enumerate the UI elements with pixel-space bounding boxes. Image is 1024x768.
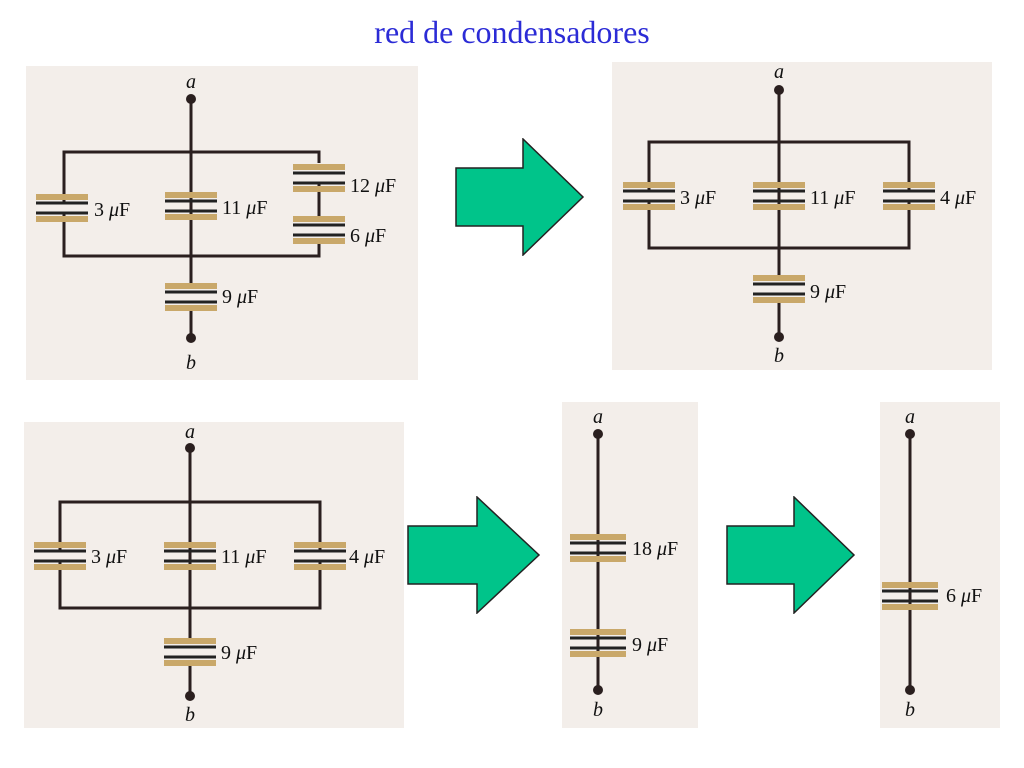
node-b-label: b — [593, 699, 603, 721]
svg-text:6 μF: 6 μF — [350, 225, 386, 247]
page-title: red de condensadores — [374, 14, 650, 50]
svg-text:6 μF: 6 μF — [946, 585, 982, 607]
arrow-3 — [726, 496, 856, 614]
capacitor-11uF — [164, 542, 216, 570]
node-b-label: b — [905, 699, 915, 721]
circuit-step-1: a b 3 μF 11 μF 4 μF 9 μF — [612, 62, 992, 370]
capacitor-9uF — [753, 275, 805, 303]
svg-text:9 μF: 9 μF — [632, 634, 668, 656]
capacitor-12uF — [293, 164, 345, 192]
svg-text:11 μF: 11 μF — [221, 546, 266, 568]
capacitor-9uF — [164, 638, 216, 666]
arrow-1 — [455, 138, 585, 256]
capacitor-9uF — [570, 629, 626, 657]
svg-text:12 μF: 12 μF — [350, 175, 396, 197]
node-b-label: b — [185, 704, 195, 726]
capacitor-6uF — [882, 582, 938, 610]
svg-text:9 μF: 9 μF — [222, 286, 258, 308]
circuit-step-1-copy: a b 3 μF 11 μF 4 μF 9 μF — [24, 422, 404, 728]
capacitor-4uF — [294, 542, 346, 570]
node-a-label: a — [593, 406, 603, 428]
svg-text:3 μF: 3 μF — [91, 546, 127, 568]
capacitor-11uF — [753, 182, 805, 210]
capacitor-3uF — [34, 542, 86, 570]
svg-text:4 μF: 4 μF — [940, 187, 976, 209]
node-a-label: a — [186, 71, 196, 93]
circuit-original: a b 3 μF 11 μF 12 μF 6 μF 9 μF — [26, 66, 418, 380]
svg-text:11 μF: 11 μF — [810, 187, 855, 209]
circuit-step-2: a b 18 μF 9 μF — [562, 402, 698, 728]
node-b-label: b — [774, 345, 784, 367]
capacitor-3uF — [36, 194, 88, 222]
node-b-label: b — [186, 352, 196, 374]
node-a-label: a — [905, 406, 915, 428]
capacitor-9uF — [165, 283, 217, 311]
capacitor-6uF — [293, 216, 345, 244]
svg-text:9 μF: 9 μF — [810, 281, 846, 303]
svg-text:9 μF: 9 μF — [221, 642, 257, 664]
node-a-label: a — [774, 62, 784, 83]
capacitor-11uF — [165, 192, 217, 220]
capacitor-3uF — [623, 182, 675, 210]
svg-text:11 μF: 11 μF — [222, 197, 267, 219]
svg-text:3 μF: 3 μF — [680, 187, 716, 209]
capacitor-18uF — [570, 534, 626, 562]
capacitor-4uF — [883, 182, 935, 210]
node-a-label: a — [185, 422, 195, 443]
svg-text:4 μF: 4 μF — [349, 546, 385, 568]
circuit-equivalent: a b 6 μF — [880, 402, 1000, 728]
svg-text:18 μF: 18 μF — [632, 538, 678, 560]
arrow-2 — [407, 496, 541, 614]
svg-text:3 μF: 3 μF — [94, 199, 130, 221]
